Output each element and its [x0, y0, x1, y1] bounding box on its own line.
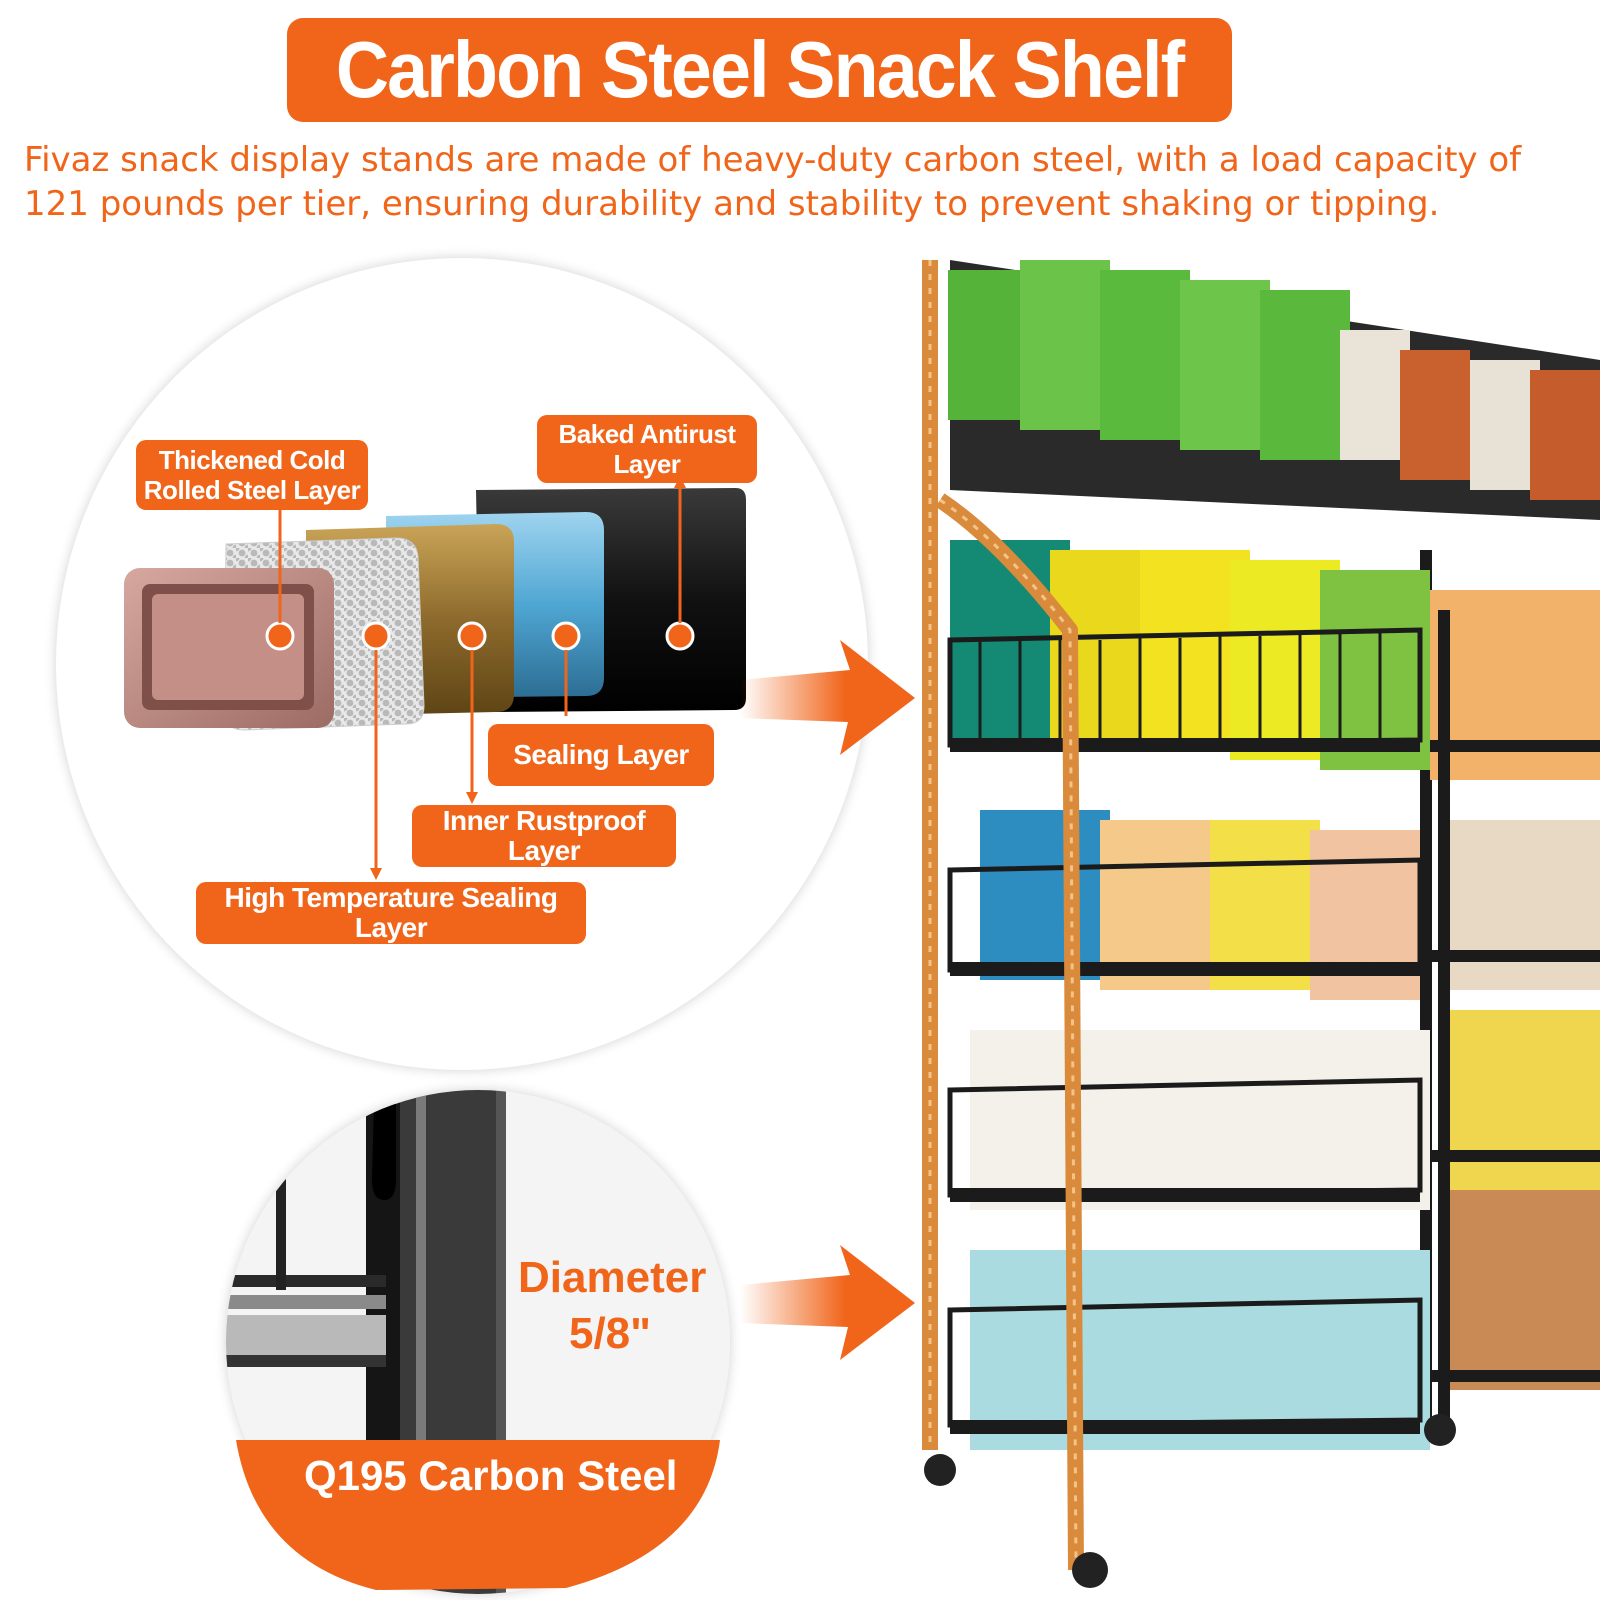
title-banner: Carbon Steel Snack Shelf: [287, 18, 1232, 122]
label-thickened-steel: Thickened Cold Rolled Steel Layer: [136, 440, 368, 510]
label-high-temp-sealing: High Temperature Sealing Layer: [196, 882, 586, 944]
material-label: Q195 Carbon Steel: [304, 1452, 678, 1499]
snack-shelf-product-image: [922, 260, 1600, 1588]
layers-callout-circle: [56, 258, 868, 1070]
diameter-label: Diameter: [518, 1253, 707, 1302]
right-arrow-icon: [740, 640, 915, 755]
marker-dot-icon: [361, 621, 391, 651]
diameter-value: 5/8": [568, 1309, 652, 1358]
description-text: Fivaz snack display stands are made of h…: [24, 140, 1522, 224]
page-title: Carbon Steel Snack Shelf: [335, 25, 1185, 114]
marker-dot-icon: [457, 621, 487, 651]
top-tier-snacks: [948, 260, 1600, 500]
right-arrow-icon: [740, 1245, 915, 1360]
layered-tube-illustration: [124, 476, 746, 880]
label-inner-rustproof: Inner Rustproof Layer: [412, 805, 676, 867]
label-baked-antirust: Baked Antirust Layer: [537, 415, 757, 483]
marker-dot-icon: [551, 621, 581, 651]
marker-dot-icon: [665, 621, 695, 651]
label-sealing: Sealing Layer: [488, 724, 714, 786]
material-banner: [236, 1440, 720, 1590]
marker-dot-icon: [265, 621, 295, 651]
